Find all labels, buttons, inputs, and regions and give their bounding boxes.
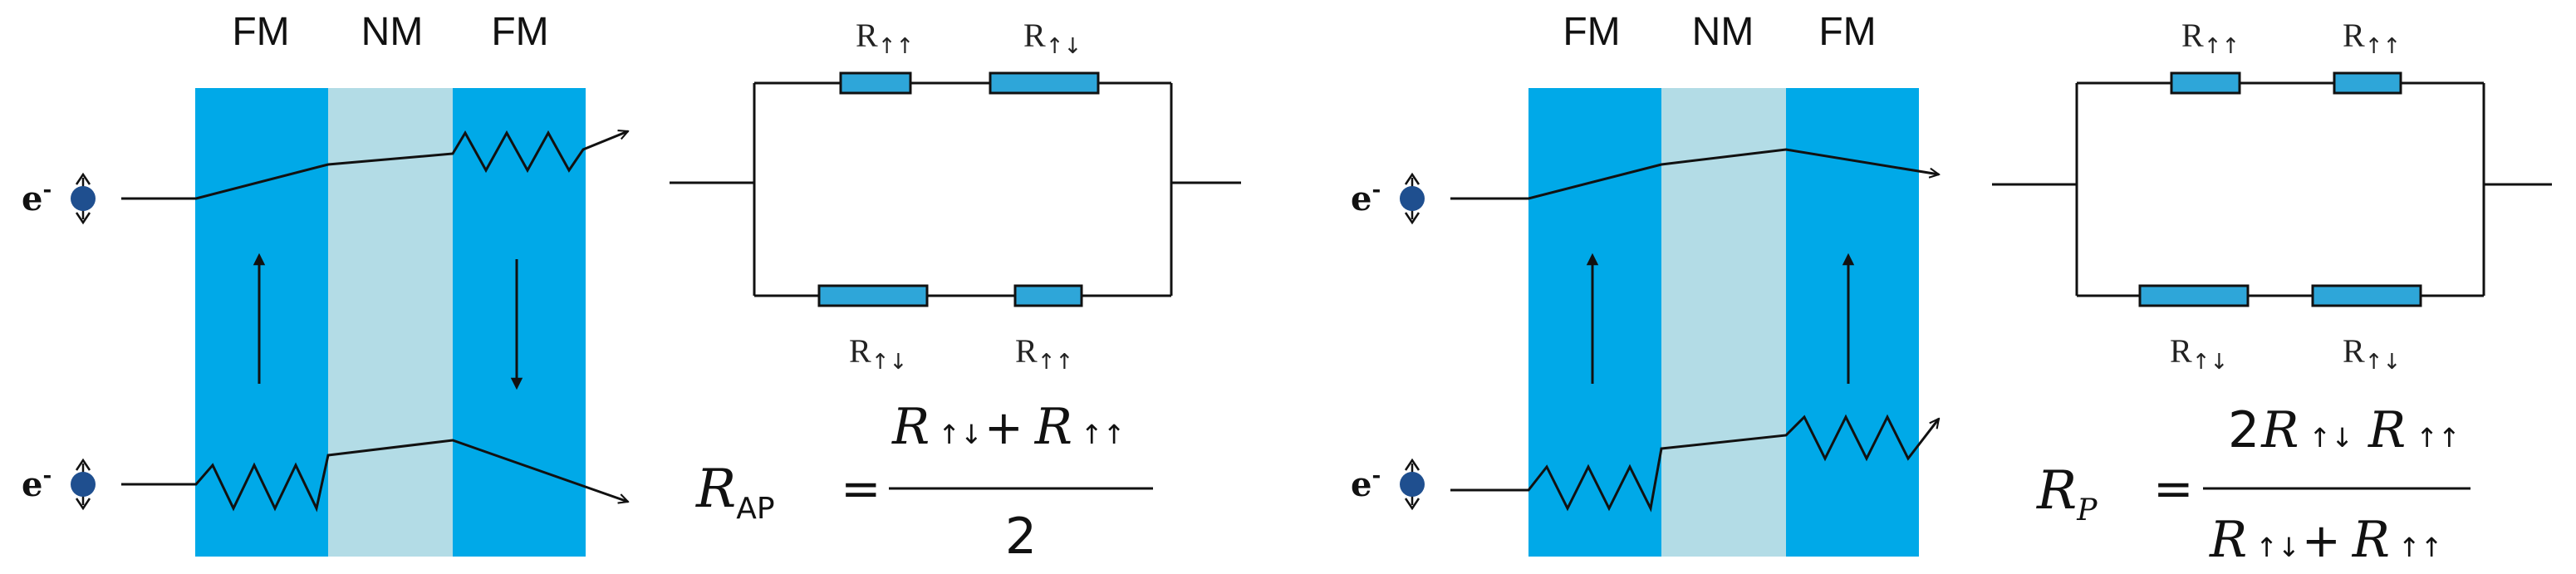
parallel-panel: FM NM FM e- e- xyxy=(1351,10,2552,569)
left-resistor-top-1 xyxy=(839,71,912,95)
right-fm-layer-1 xyxy=(1528,88,1661,557)
left-layer-label-3: FM xyxy=(491,10,548,54)
right-layer-label-1: FM xyxy=(1563,10,1620,54)
left-electron-up-dot xyxy=(71,186,96,211)
left-resistor-bottom-2-label: R↑↑ xyxy=(1015,332,1073,375)
right-layer-label-3: FM xyxy=(1818,10,1876,54)
left-resistor-bottom-1-label: R↑↓ xyxy=(849,332,907,375)
right-resistor-top-1 xyxy=(2170,71,2241,95)
left-fm-layer-1 xyxy=(195,88,328,557)
right-electron-up-label: e- xyxy=(1351,178,1381,218)
left-spin-up-path xyxy=(121,131,628,200)
right-electron-up: e- xyxy=(1351,172,1425,225)
right-resistor-bottom-1 xyxy=(2138,284,2250,307)
right-formula-numerator: 2R↑↓R↑↑ xyxy=(2228,401,2461,459)
left-formula-denominator: 2 xyxy=(1005,508,1037,566)
left-resistor-top-2-label: R↑↓ xyxy=(1023,17,1082,59)
left-spin-down-path xyxy=(121,439,628,513)
right-nm-layer xyxy=(1661,88,1786,557)
right-formula-denominator: R↑↓+R↑↑ xyxy=(2209,511,2443,569)
right-resistor-bottom-2-label: R↑↓ xyxy=(2343,332,2401,375)
antiparallel-panel: FM NM FM e- e- xyxy=(22,10,1241,566)
left-parallel-circuit: R↑↑ R↑↓ R↑↓ R↑↑ xyxy=(670,17,1241,375)
left-electron-down-dot xyxy=(71,472,96,497)
left-fm-layer-2 xyxy=(453,88,586,557)
right-formula-lhs: RP xyxy=(2036,460,2098,527)
right-electron-down-dot xyxy=(1400,472,1425,497)
right-spin-down-path xyxy=(1450,414,1939,513)
left-electron-up-label: e- xyxy=(22,178,52,218)
right-layer-label-2: NM xyxy=(1692,10,1754,54)
left-resistor-top-2 xyxy=(989,71,1100,95)
right-formula: RP = 2R↑↓R↑↑ R↑↓+R↑↑ xyxy=(2036,401,2471,569)
right-electron-up-dot xyxy=(1400,186,1425,211)
left-electron-up: e- xyxy=(22,172,96,225)
right-fm-layer-2 xyxy=(1786,88,1919,557)
left-layer-label-2: NM xyxy=(361,10,424,54)
left-nm-layer xyxy=(328,88,453,557)
right-resistor-top-2 xyxy=(2333,71,2402,95)
left-resistor-top-1-label: R↑↑ xyxy=(856,17,914,59)
left-electron-down-label: e- xyxy=(22,464,52,504)
left-resistor-bottom-2 xyxy=(1013,284,1083,307)
right-electron-down-label: e- xyxy=(1351,464,1381,504)
left-resistor-bottom-1 xyxy=(817,284,929,307)
right-resistor-bottom-2 xyxy=(2311,284,2422,307)
left-formula: RAP = R↑↓+R↑↑ 2 xyxy=(695,398,1153,566)
right-resistor-bottom-1-label: R↑↓ xyxy=(2170,332,2228,375)
left-formula-numerator: R↑↓+R↑↑ xyxy=(891,398,1126,456)
left-formula-lhs: RAP xyxy=(695,459,775,526)
right-parallel-circuit: R↑↑ R↑↑ R↑↓ R↑↓ xyxy=(1992,17,2552,375)
right-formula-equals: = xyxy=(2153,460,2194,517)
right-spin-up-path xyxy=(1450,148,1939,200)
left-layer-label-1: FM xyxy=(232,10,289,54)
right-electron-down: e- xyxy=(1351,458,1425,511)
right-resistor-top-1-label: R↑↑ xyxy=(2181,17,2240,59)
left-formula-equals: = xyxy=(841,460,881,517)
left-electron-down: e- xyxy=(22,458,96,511)
right-resistor-top-2-label: R↑↑ xyxy=(2343,17,2401,59)
